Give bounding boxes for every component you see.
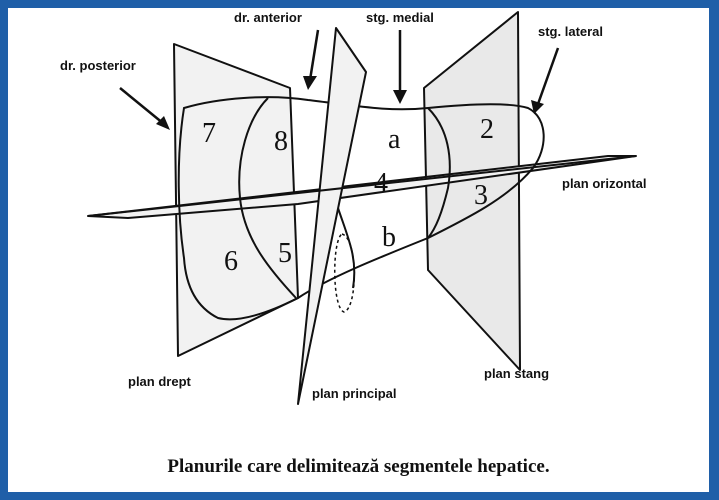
arrow-stg-lateral (538, 48, 558, 104)
figure-caption: Planurile care delimitează segmentele he… (8, 456, 709, 478)
segment-4: 4 (374, 168, 388, 199)
label-plan-principal: plan principal (312, 386, 397, 401)
label-dr-anterior: dr. anterior (234, 10, 302, 25)
label-stg-medial: stg. medial (366, 10, 434, 25)
segment-b: b (382, 222, 396, 253)
segment-6: 6 (224, 246, 238, 277)
segment-5: 5 (278, 238, 292, 269)
segment-2: 2 (480, 114, 494, 145)
label-dr-posterior: dr. posterior (60, 58, 136, 73)
liver-segments-diagram: dr. posterior dr. anterior stg. medial s… (8, 8, 709, 448)
horizontal-line (88, 156, 636, 216)
label-plan-drept: plan drept (128, 374, 192, 389)
segment-8: 8 (274, 126, 288, 157)
arrowhead-stg-medial (393, 90, 407, 104)
segment-3: 3 (474, 180, 488, 211)
arrowhead-dr-anterior (303, 76, 317, 90)
arrow-dr-anterior (310, 30, 318, 80)
segment-7: 7 (202, 118, 216, 149)
label-plan-stang: plan stang (484, 366, 549, 381)
figure-frame: dr. posterior dr. anterior stg. medial s… (8, 8, 709, 492)
segment-a: a (388, 124, 401, 155)
arrow-dr-posterior (120, 88, 164, 124)
label-stg-lateral: stg. lateral (538, 24, 603, 39)
left-plane (424, 12, 520, 370)
label-plan-orizontal: plan orizontal (562, 176, 647, 191)
